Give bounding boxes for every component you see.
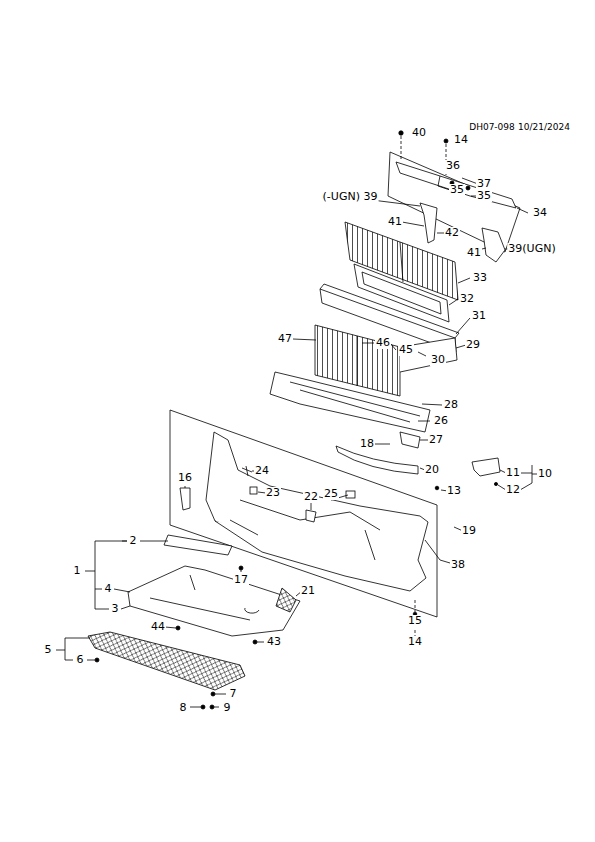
callout-number: 10 [537, 468, 553, 480]
callout-number: 39(UGN) [507, 243, 556, 255]
drawing-id: 10/21/2024 [517, 121, 571, 133]
callout-number: 8 [179, 702, 188, 714]
callout-number: 31 [471, 310, 487, 322]
callout-number: 36 [445, 160, 461, 172]
callout-number: 47 [277, 333, 293, 345]
callout-number: 2 [129, 535, 138, 547]
callout-number: 35 [476, 190, 492, 202]
absorber [270, 372, 430, 432]
lower-grille [88, 632, 245, 690]
callout-number: 37 [476, 178, 492, 190]
callout-number: 38 [450, 559, 466, 571]
vent-cover [276, 588, 296, 612]
callout-number: 35 [449, 184, 465, 196]
undershield [128, 566, 300, 636]
callout-number: 9 [223, 702, 232, 714]
callout-number: (-UGN) 39 [322, 191, 379, 203]
callout-number: 14 [407, 636, 423, 648]
callout-number: 33 [472, 272, 488, 284]
callout-number: 21 [300, 585, 316, 597]
leader-lines [56, 168, 538, 707]
callout-number: 19 [461, 525, 477, 537]
callout-number: 14 [453, 134, 469, 146]
callout-number: 15 [407, 615, 423, 627]
callout-number: 44 [150, 621, 166, 633]
callout-number: 17 [233, 574, 249, 586]
callout-number: 6 [76, 654, 85, 666]
callout-number: 23 [265, 487, 281, 499]
callout-number: 3 [111, 603, 120, 615]
callout-number: 4 [104, 583, 113, 595]
trim-strip [336, 446, 418, 474]
callout-number: 27 [428, 434, 444, 446]
callout-number: 41 [387, 216, 403, 228]
callout-number: 26 [433, 415, 449, 427]
callout-number: 34 [532, 207, 548, 219]
callout-number: 18 [359, 438, 375, 450]
callout-number: 42 [444, 227, 460, 239]
callout-number: 28 [443, 399, 459, 411]
callout-number: 13 [446, 485, 462, 497]
callout-number: 16 [177, 472, 193, 484]
callout-number: 12 [505, 484, 521, 496]
callout-number: 30 [430, 354, 446, 366]
bracket [420, 203, 437, 243]
callout-number: 40 [411, 127, 427, 139]
bracket [482, 228, 505, 262]
bracket [472, 458, 500, 476]
callout-number: 43 [266, 636, 282, 648]
callout-number: 32 [459, 293, 475, 305]
drawing-id: DH07-098 [468, 121, 516, 133]
pad [164, 535, 232, 555]
callout-number: 41 [466, 247, 482, 259]
callout-number: 25 [323, 488, 339, 500]
callout-number: 22 [303, 491, 319, 503]
callout-number: 46 [375, 337, 391, 349]
callout-number: 1 [73, 565, 82, 577]
callout-number: 29 [465, 339, 481, 351]
callout-number: 20 [424, 464, 440, 476]
callout-number: 5 [44, 644, 53, 656]
callout-number: 45 [398, 344, 414, 356]
callout-number: 11 [505, 467, 521, 479]
callout-number: 24 [254, 465, 270, 477]
callout-number: 7 [229, 688, 238, 700]
